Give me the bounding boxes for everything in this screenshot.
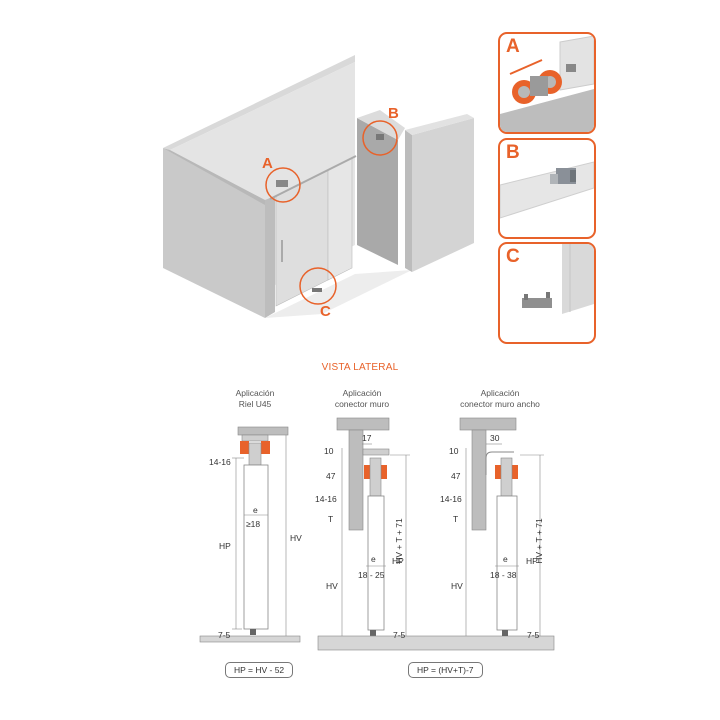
dim-range-18-25: 18 - 25	[358, 570, 385, 580]
floor-face	[265, 270, 412, 318]
callout-label-a: A	[262, 155, 273, 172]
dim-hp: HP	[219, 541, 231, 551]
right-panel-light	[412, 118, 474, 272]
callout-label-b: B	[388, 105, 399, 122]
hardware-a	[276, 180, 288, 187]
hardware-b	[376, 134, 384, 140]
rail-line	[269, 155, 357, 200]
dim-e: e	[371, 554, 376, 564]
dim-17: 17	[362, 433, 372, 443]
callout-circle-a[interactable]	[265, 167, 301, 203]
callout-circle-b[interactable]	[362, 120, 398, 156]
formula-hp-hv-t-7: HP = (HV+T)-7	[408, 662, 483, 678]
detail-panel-a[interactable]: A	[498, 32, 596, 134]
right-panel-top-light	[405, 114, 474, 135]
dim-t: T	[453, 514, 459, 524]
detail-panel-a-letter: A	[506, 36, 520, 57]
detail-a-drawing	[500, 35, 594, 132]
wall-front-face	[265, 196, 275, 318]
wall-left-edge	[163, 148, 265, 205]
dim-range-18-38: 18 - 38	[490, 570, 517, 580]
dim-min-18: ≥18	[246, 519, 261, 529]
dim-hv-t-71: HV + T + 71	[393, 518, 404, 564]
dim-7-5: 7-5	[527, 630, 540, 640]
formula-hp-hv-52: HP = HV - 52	[225, 662, 294, 678]
app-title-conector-muro-ancho: Aplicación conector muro ancho	[460, 388, 540, 409]
callout-label-c: C	[320, 303, 331, 320]
drawing-riel-u45	[199, 426, 301, 643]
right-panel-edge	[405, 130, 412, 272]
dim-hv: HV	[290, 533, 302, 543]
detail-panel-b[interactable]: B	[498, 138, 596, 239]
dim-hv-t-71: HV + T + 71	[533, 518, 544, 564]
dim-7-5: 7-5	[218, 630, 231, 640]
dim-hv: HV	[326, 581, 338, 591]
dim-e: e	[503, 554, 508, 564]
dim-47: 47	[326, 471, 336, 481]
detail-panel-b-letter: B	[506, 142, 520, 163]
detail-b-drawing	[500, 161, 594, 219]
dim-7-5: 7-5	[393, 630, 406, 640]
dim-14-16: 14-16	[209, 457, 231, 467]
hardware-c	[312, 288, 322, 292]
dim-14-16: 14-16	[440, 494, 462, 504]
dim-30: 30	[490, 433, 500, 443]
right-panel-dark	[357, 118, 398, 265]
right-panel-top	[357, 110, 405, 140]
detail-panel-c[interactable]: C	[498, 242, 596, 344]
drawing-conector-muro	[317, 417, 555, 651]
app-title-conector-muro: Aplicación conector muro	[334, 388, 390, 409]
dim-hv: HV	[451, 581, 463, 591]
dim-e: e	[253, 505, 258, 515]
wall-top-face	[163, 55, 355, 150]
dim-10: 10	[324, 446, 334, 456]
dim-10: 10	[449, 446, 459, 456]
dim-t: T	[328, 514, 334, 524]
app-title-riel-u45: Aplicación Riel U45	[235, 388, 275, 409]
dim-hp: HP	[392, 556, 404, 566]
detail-c-drawing	[522, 244, 594, 314]
dim-47: 47	[451, 471, 461, 481]
dim-hp: HP	[526, 556, 538, 566]
drawing-conector-muro-ancho	[459, 417, 544, 636]
callout-circle-c[interactable]	[299, 267, 337, 305]
dim-14-16: 14-16	[315, 494, 337, 504]
detail-panel-c-letter: C	[506, 246, 520, 267]
section-title: VISTA LATERAL	[321, 362, 399, 373]
